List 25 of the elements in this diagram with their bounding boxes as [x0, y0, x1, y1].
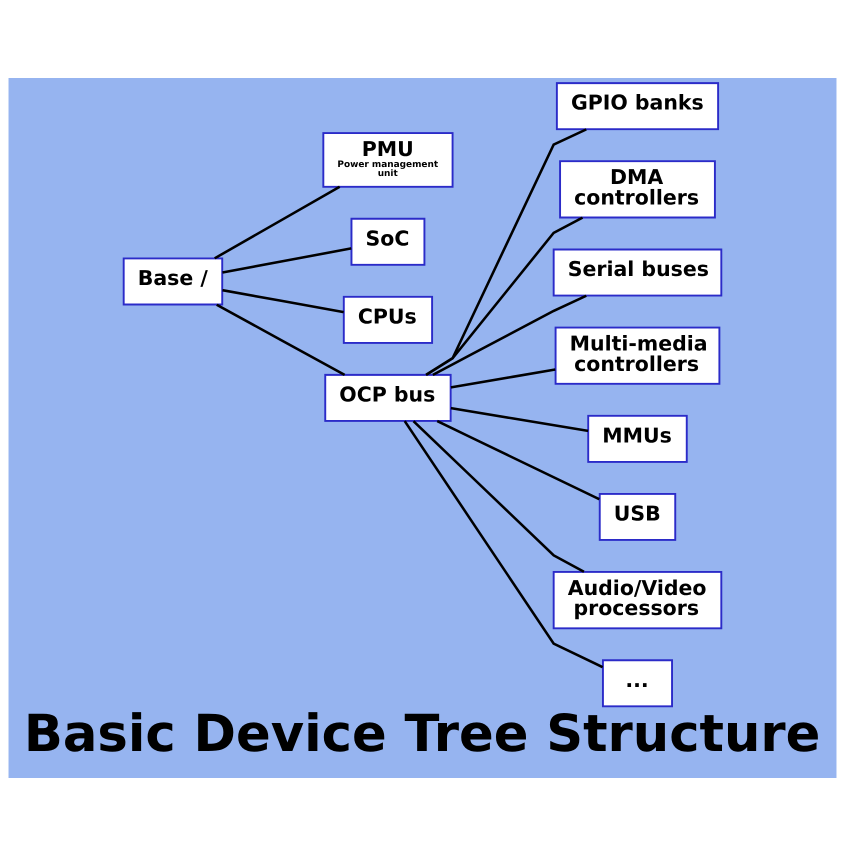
connector: [222, 247, 352, 274]
connector: [425, 216, 584, 376]
connector: [432, 294, 587, 376]
node-box: Serial buses: [552, 248, 722, 296]
node-box: DMA controllers: [559, 160, 716, 218]
node-box: SoC: [350, 218, 426, 266]
connector: [216, 304, 346, 376]
node-box: GPIO banks: [556, 82, 720, 130]
node-box: MMUs: [587, 414, 688, 463]
node-box: Base /: [122, 257, 224, 306]
connector: [450, 368, 556, 389]
node-box: OCP bus: [324, 374, 452, 422]
node-box: Multi-media controllers: [554, 326, 720, 385]
connector: [214, 186, 340, 260]
node-box: USB: [598, 492, 676, 541]
connector: [425, 128, 587, 376]
connector: [436, 420, 600, 500]
node-box: ...: [602, 659, 673, 708]
connector: [404, 420, 604, 668]
connector: [412, 420, 585, 573]
connector: [222, 288, 344, 314]
node-box: CPUs: [342, 296, 434, 344]
connector: [450, 406, 588, 432]
node-box: PMU Power management unit: [322, 132, 454, 188]
node-box: Audio/Video processors: [552, 571, 722, 630]
